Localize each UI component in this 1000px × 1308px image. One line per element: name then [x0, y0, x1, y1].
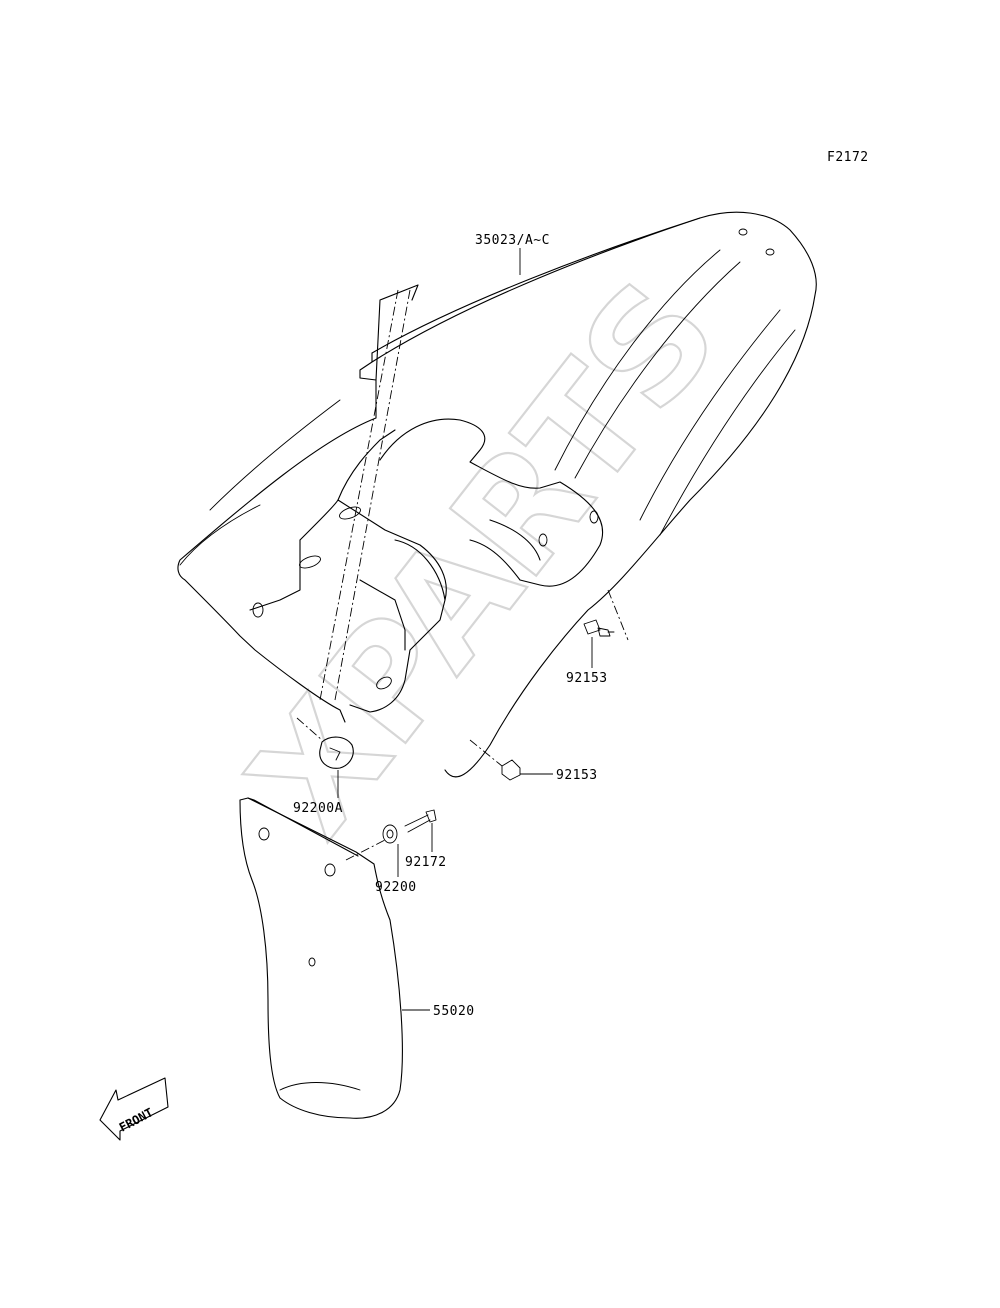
front-label: FRONT	[117, 1105, 155, 1134]
xparts-watermark: XPARTS	[216, 249, 754, 868]
grommet-92200a-drawing	[296, 717, 354, 769]
part-label: 55020	[433, 1004, 475, 1019]
front-fender-drawing	[177, 211, 817, 778]
callout-92172: 92172	[405, 823, 447, 870]
bolt-92153-lower-drawing	[469, 739, 521, 781]
figure-code: F2172	[827, 150, 869, 165]
callout-92153-upper: 92153	[566, 637, 608, 686]
mud-flap-drawing	[239, 797, 403, 1119]
part-label: 92153	[566, 671, 608, 686]
front-direction-arrow: FRONT	[99, 1077, 169, 1141]
bolt-92153-upper-drawing	[583, 619, 615, 637]
callout-35023: 35023/A~C	[475, 233, 550, 275]
part-label: 92200A	[293, 801, 343, 816]
part-label: 92172	[405, 855, 447, 870]
watermark-text: XPARTS	[217, 250, 752, 867]
part-label: 35023/A~C	[475, 233, 550, 248]
callout-92200a: 92200A	[293, 770, 343, 816]
part-label: 92200	[375, 880, 417, 895]
part-label: 92153	[556, 768, 598, 783]
washer-screw-drawing	[345, 809, 437, 861]
callout-55020: 55020	[402, 1004, 475, 1019]
callout-92153-lower: 92153	[520, 768, 598, 783]
callout-92200: 92200	[375, 844, 417, 895]
